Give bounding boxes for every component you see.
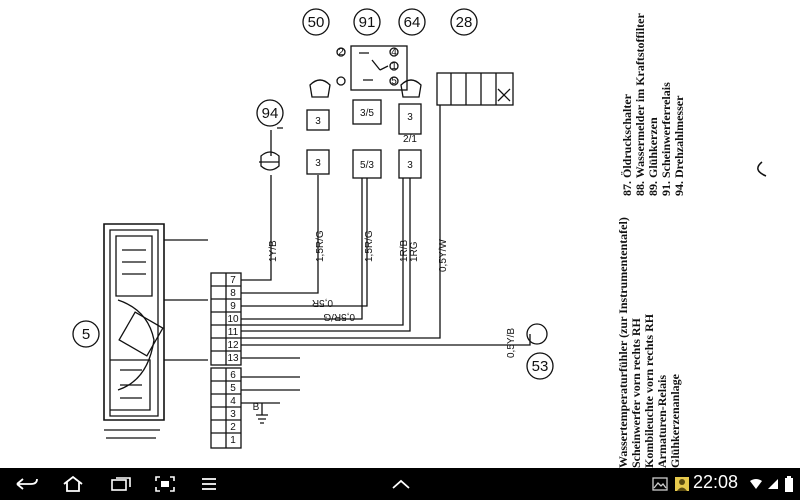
ref-50: 50 (308, 14, 325, 31)
pin-label: 5 (391, 76, 397, 87)
screenshot-icon[interactable] (150, 468, 180, 500)
wifi-icon (748, 468, 764, 500)
back-icon[interactable] (12, 468, 42, 500)
pin-label: 3 (315, 116, 321, 127)
pin-label: 3 (230, 409, 236, 420)
menu-icon[interactable] (194, 468, 224, 500)
legend-item: 94. Drehzahlmesser (672, 95, 686, 196)
wire-label: 0,5Y/B (506, 328, 517, 358)
pin-label: 4 (391, 47, 397, 58)
wire-label: 1,5R/G (315, 230, 326, 262)
pin-label: 4 (230, 396, 236, 407)
pin-label: 12 (227, 340, 239, 351)
ref-5: 5 (82, 326, 90, 343)
ground-label: B (253, 402, 260, 413)
home-icon[interactable] (58, 468, 88, 500)
ref-64: 64 (404, 14, 421, 31)
ref-64-circle (398, 8, 426, 36)
legend-item: Glühkerzenanlage (668, 373, 682, 468)
wire-label: 1Y/B (268, 240, 279, 262)
pin-label: 3/5 (360, 108, 374, 119)
pin-label: 7 (230, 275, 236, 286)
pin-label: 13 (227, 353, 239, 364)
pin-label: 2 (230, 422, 236, 433)
pin-label: 6 (230, 370, 236, 381)
pin-label: 3 (407, 112, 413, 123)
ref-50-circle (302, 8, 330, 36)
ref-91-circle (353, 8, 381, 36)
recent-apps-icon[interactable] (106, 468, 136, 500)
wire-label: 0,5Y/W (438, 239, 449, 272)
up-chevron-icon[interactable] (386, 468, 416, 500)
wire-label: 1R/B (399, 239, 410, 262)
ref-28-circle (450, 8, 478, 36)
clock: 22:08 (692, 472, 738, 492)
pin-label: 11 (228, 327, 239, 338)
wire-label: 1RG (409, 241, 420, 262)
account-icon (672, 468, 692, 500)
pin-label: 2 (338, 47, 344, 58)
system-bar: 22:08 (0, 468, 800, 500)
wiring-diagram: 50 91 64 28 94 5 53 7 8 9 10 11 12 13 6 … (72, 8, 767, 449)
pin-label: 8 (230, 288, 236, 299)
pin-label: 9 (230, 301, 236, 312)
image-icon (650, 468, 670, 500)
pin-label: 1 (391, 61, 397, 72)
pin-label: 5 (230, 383, 236, 394)
ref-28: 28 (456, 14, 473, 31)
pin-label: 3 (315, 158, 321, 169)
pin-label: 2/1 (403, 134, 417, 145)
wire-label: 0,5R/G (323, 311, 355, 322)
battery-icon (782, 468, 796, 500)
ref-5-circle (72, 320, 100, 348)
ref-91: 91 (359, 14, 376, 31)
ref-53-circle (526, 352, 554, 380)
pin-label: 3 (407, 160, 413, 171)
document-viewer[interactable]: 50 91 64 28 94 5 53 7 8 9 10 11 12 13 6 … (0, 0, 800, 468)
ref-94: 94 (262, 105, 279, 122)
pin-label: 10 (227, 314, 239, 325)
pin-label: 1 (230, 435, 236, 446)
signal-icon (766, 468, 780, 500)
ref-53-lamp (526, 323, 548, 345)
ref-53: 53 (532, 358, 549, 375)
ref-94-circle (256, 99, 284, 127)
wire-label: 0,5R (312, 297, 333, 308)
wire-label: 1,5R/G (364, 230, 375, 262)
pin-label: 5/3 (360, 160, 374, 171)
